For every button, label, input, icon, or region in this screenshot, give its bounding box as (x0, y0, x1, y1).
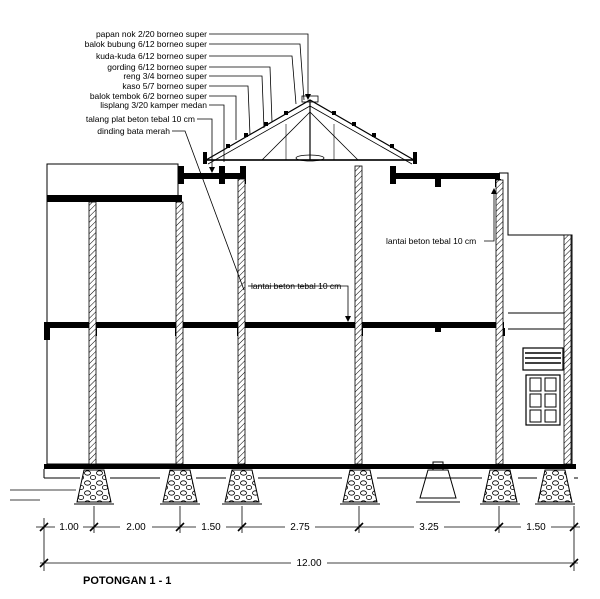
column-footing (416, 461, 460, 503)
dimension-labels: 1.00 2.00 1.50 2.75 3.25 1.50 12.00 (55, 520, 551, 569)
column-2 (175, 201, 184, 465)
dim-segment-4: 2.75 (290, 522, 310, 533)
callout-reng: reng 3/4 borneo super (123, 71, 207, 81)
column-4 (354, 165, 363, 465)
roof-truss (203, 95, 417, 165)
column-6 (563, 234, 572, 465)
callout-labels: papan nok 2/20 borneo super balok bubung… (85, 29, 208, 136)
dim-segment-1: 1.00 (59, 522, 79, 533)
fascia-right (413, 152, 417, 164)
gutter-slab-right (390, 173, 500, 179)
fascia-left (203, 152, 207, 164)
upper-floor-slab (47, 195, 182, 202)
beam-drops (44, 328, 505, 340)
dim-total: 12.00 (296, 558, 321, 569)
window (522, 347, 564, 426)
callout-arrows (209, 94, 497, 322)
foundation-1 (76, 469, 112, 503)
dimension-ticks (39, 522, 579, 568)
callout-kaso: kaso 5/7 borneo super (122, 81, 207, 91)
callout-lisplang: lisplang 3/20 kamper medan (100, 100, 207, 110)
roof-purlins (226, 111, 394, 148)
foundation-2 (162, 469, 198, 503)
tie-beam (44, 464, 576, 469)
callout-balok-tembok: balok tembok 6/2 borneo super (90, 91, 207, 101)
ground-line (10, 469, 578, 501)
callout-balok-bubung: balok bubung 6/12 borneo super (85, 39, 208, 49)
note-slab-right: lantai beton tebal 10 cm (386, 236, 476, 246)
dim-segment-2: 2.00 (126, 522, 146, 533)
foundation-6 (537, 469, 573, 503)
foundation-3 (224, 469, 260, 503)
callout-talang: talang plat beton tebal 10 cm (86, 114, 195, 124)
callout-kuda-kuda: kuda-kuda 6/12 borneo super (96, 51, 207, 61)
callout-gording: gording 6/12 borneo super (107, 62, 207, 72)
column-3 (237, 178, 246, 465)
foundation-4 (342, 469, 378, 503)
dim-segment-3: 1.50 (201, 522, 221, 533)
callout-dinding: dinding bata merah (97, 126, 170, 136)
callout-leaders (172, 33, 495, 320)
foundation-5 (482, 469, 518, 503)
column-1 (88, 201, 97, 465)
gutter-slab-left (178, 173, 244, 179)
column-5 (495, 179, 504, 465)
building-outline (46, 163, 573, 465)
columns (88, 165, 572, 465)
dim-segment-6: 1.50 (526, 522, 546, 533)
stone-foundations (76, 469, 573, 503)
drawing-title: POTONGAN 1 - 1 (83, 575, 171, 587)
note-slab-center: lantai beton tebal 10 cm (251, 281, 341, 291)
dim-segment-5: 3.25 (419, 522, 439, 533)
callout-papan-nok: papan nok 2/20 borneo super (96, 29, 207, 39)
mid-floor-slab (44, 322, 504, 328)
